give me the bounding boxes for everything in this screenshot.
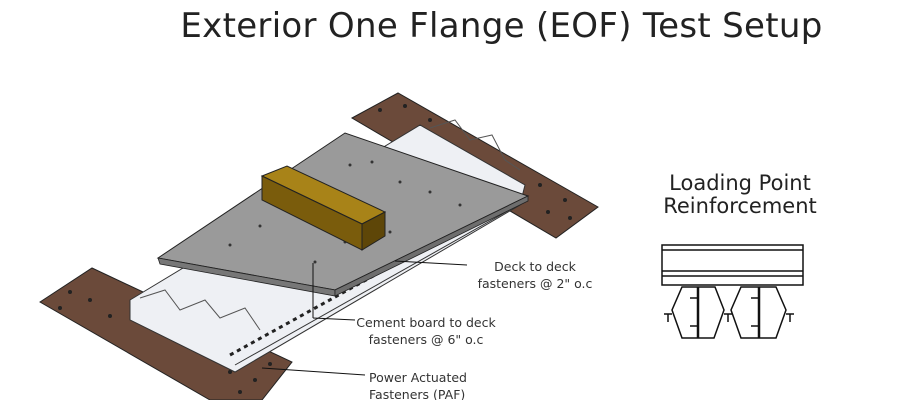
deck-fastener-label: Deck to deck fasteners @ 2" o.c (470, 258, 600, 292)
leader-paf (261, 367, 366, 376)
paf-label: Power Actuated Fasteners (PAF) (369, 369, 467, 400)
label-line: Fasteners (PAF) (369, 387, 466, 400)
label-line: Power Actuated (369, 370, 467, 385)
detail-title: Loading Point Reinforcement (640, 172, 840, 218)
detail-title-line1: Loading Point (669, 171, 811, 195)
label-line: Cement board to deck (356, 315, 496, 330)
leader-board (312, 317, 356, 321)
detail-title-line2: Reinforcement (663, 194, 817, 218)
label-line: fasteners @ 2" o.c (477, 276, 593, 291)
label-line: fasteners @ 6" o.c (368, 332, 484, 347)
label-line: Deck to deck (494, 259, 576, 274)
leader-deck (394, 260, 468, 266)
board-fastener-label: Cement board to deck fasteners @ 6" o.c (356, 314, 496, 348)
page-title: Exterior One Flange (EOF) Test Setup (180, 6, 823, 46)
wood-bolt-holes (58, 104, 572, 394)
reinforcement-detail-drawing (661, 244, 804, 339)
